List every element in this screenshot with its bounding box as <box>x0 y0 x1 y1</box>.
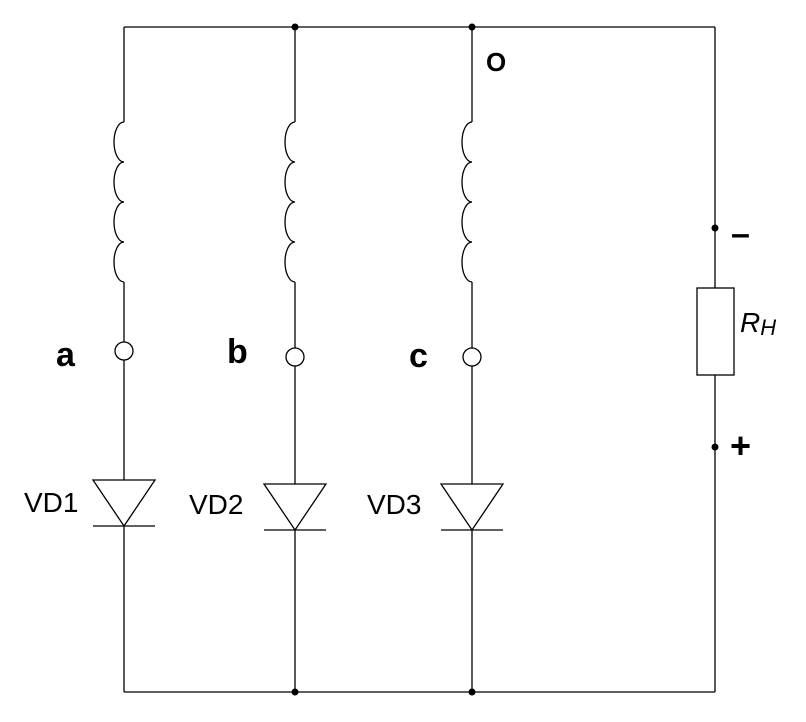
diode-label-vd1: VD1 <box>24 487 78 518</box>
branch-c <box>439 27 505 692</box>
terminal-b <box>285 347 305 367</box>
load-resistor <box>696 287 735 376</box>
outer-frame <box>124 26 716 693</box>
load-label-main: R <box>740 307 760 338</box>
node-label-a: a <box>56 336 76 374</box>
junctions <box>291 23 719 696</box>
node-label-o: O <box>486 47 506 77</box>
diode-vd3-triangle <box>439 483 505 532</box>
diode-vd2-triangle <box>262 483 328 532</box>
junction-minus <box>711 224 719 232</box>
junction-top-b <box>291 23 299 31</box>
terminal-c <box>462 347 482 367</box>
node-label-c: c <box>409 337 428 375</box>
coil-a <box>113 121 125 283</box>
polarity-plus: + <box>730 425 751 466</box>
branch-a <box>91 27 157 692</box>
junction-plus <box>711 443 719 451</box>
node-label-b: b <box>227 333 248 371</box>
terminal-a <box>114 341 134 361</box>
branch-b <box>262 27 328 692</box>
diode-vd1-triangle <box>91 479 157 528</box>
load-label-subscript: H <box>760 315 776 340</box>
load-label: RH <box>740 307 776 340</box>
junction-bottom-b <box>291 688 299 696</box>
junction-bottom-c <box>468 688 476 696</box>
diode-label-vd2: VD2 <box>189 489 243 520</box>
junction-top-c <box>468 23 476 31</box>
coil-b <box>284 121 296 283</box>
coil-c <box>461 121 473 283</box>
resistor-body <box>696 287 735 376</box>
diode-label-vd3: VD3 <box>367 489 421 520</box>
polarity-minus: – <box>731 215 750 253</box>
